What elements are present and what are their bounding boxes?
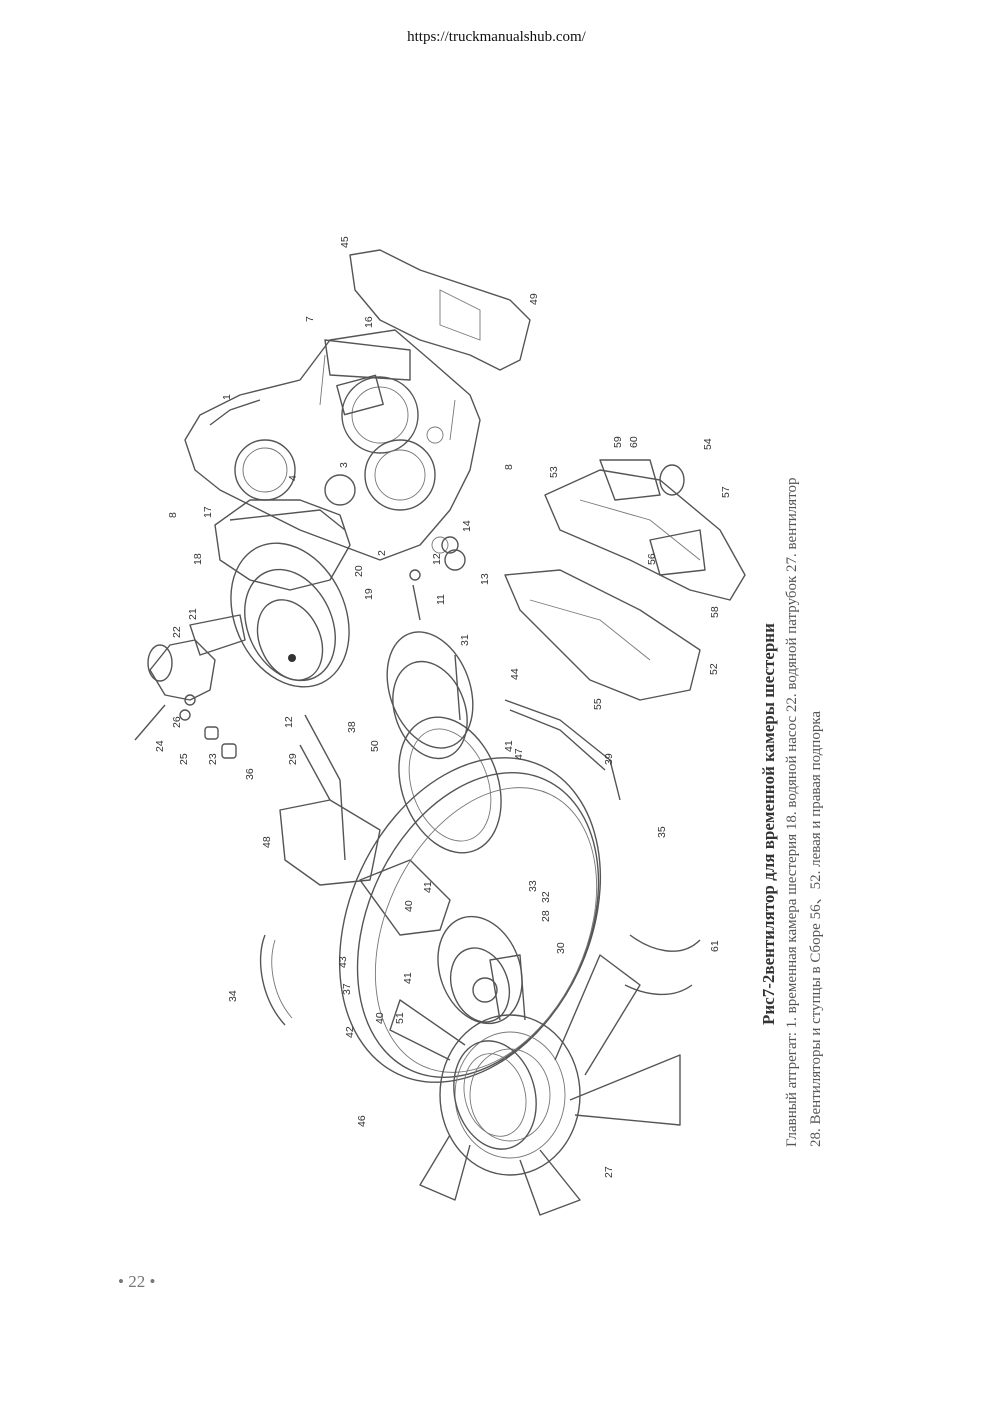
part-label: 27 [603, 1166, 615, 1178]
part-label: 39 [603, 753, 615, 765]
part-label: 48 [261, 836, 273, 848]
part-label: 33 [527, 880, 539, 892]
small-fasteners [134, 536, 466, 801]
part-label: 54 [702, 438, 714, 450]
part-label: 59 [612, 436, 624, 448]
part-label: 32 [540, 891, 552, 903]
part-label: 26 [171, 716, 183, 728]
part-label: 8 [503, 464, 515, 470]
part-label: 22 [171, 626, 183, 638]
part-label: 47 [513, 748, 525, 760]
fan-hub-assembly [386, 631, 502, 854]
part-label: 17 [202, 506, 214, 518]
part-label: 37 [341, 983, 353, 995]
part-label: 61 [709, 940, 721, 952]
part-label: 3 [338, 462, 350, 468]
part-label: 43 [337, 956, 349, 968]
part-label: 58 [709, 606, 721, 618]
part-label: 25 [178, 753, 190, 765]
part-label: 60 [628, 436, 640, 448]
part-label: 41 [503, 740, 515, 752]
part-label: 2 [376, 550, 388, 556]
caption-line-2: 28. Вентиляторы и ступцы в Сборе 56、52. … [808, 711, 824, 1147]
part-label: 35 [656, 826, 668, 838]
part-label: 30 [555, 942, 567, 954]
fan-clutch [437, 915, 523, 1025]
part-label: 45 [339, 236, 351, 248]
part-label: 36 [244, 768, 256, 780]
figure-caption: Рис7-2вентилятор для временной камеры ше… [759, 477, 824, 1147]
part-label: 16 [363, 316, 375, 328]
part-label: 12 [431, 553, 443, 565]
part-label: 41 [422, 881, 434, 893]
part-label: 44 [509, 668, 521, 680]
part-label: 14 [461, 520, 473, 532]
part-label: 34 [227, 990, 239, 1002]
part-label: 21 [187, 608, 199, 620]
part-label: 1 [221, 394, 233, 400]
part-label: 19 [363, 588, 375, 600]
caption-title: Рис7-2вентилятор для временной камеры ше… [759, 623, 778, 1025]
water-pipe [147, 614, 246, 701]
part-label: 24 [154, 740, 166, 752]
part-label: 55 [592, 698, 604, 710]
part-label: 7 [304, 316, 316, 322]
page-number: • 22 • [118, 1272, 156, 1291]
fan-shroud [259, 757, 602, 1083]
fan [389, 954, 681, 1216]
part-label: 46 [356, 1115, 368, 1127]
gear-chamber-housing [184, 329, 481, 561]
caption-line-1: Главный атгрегат: 1. временная камера ше… [784, 477, 800, 1147]
part-label: 40 [403, 900, 415, 912]
part-label: 20 [353, 565, 365, 577]
part-label: 56 [646, 553, 658, 565]
hose-clamp [624, 934, 701, 996]
support-brackets [504, 459, 746, 701]
part-label: 23 [207, 753, 219, 765]
part-label: 18 [192, 553, 204, 565]
part-label: 4 [287, 475, 299, 481]
part-label: 40 [374, 1012, 386, 1024]
part-labels: 1 2 3 4 7 8 8 11 12 12 13 14 16 17 18 19… [154, 236, 732, 1178]
part-label: 57 [720, 486, 732, 498]
part-label: 49 [528, 293, 540, 305]
part-label: 13 [479, 573, 491, 585]
part-label: 42 [344, 1026, 356, 1038]
part-label: 8 [167, 512, 179, 518]
part-label: 50 [369, 740, 381, 752]
bracket-plate [324, 249, 531, 381]
support-arms [279, 699, 621, 936]
part-label: 41 [402, 972, 414, 984]
part-label: 29 [287, 753, 299, 765]
part-label: 12 [283, 716, 295, 728]
water-pump [214, 499, 351, 688]
part-label: 38 [346, 721, 358, 733]
part-label: 28 [540, 910, 552, 922]
part-label: 53 [548, 466, 560, 478]
header-url: https://truckmanualshub.com/ [407, 29, 586, 45]
part-label: 52 [708, 663, 720, 675]
part-label: 11 [435, 594, 447, 605]
part-label: 51 [394, 1012, 406, 1024]
part-label: 31 [459, 634, 471, 646]
